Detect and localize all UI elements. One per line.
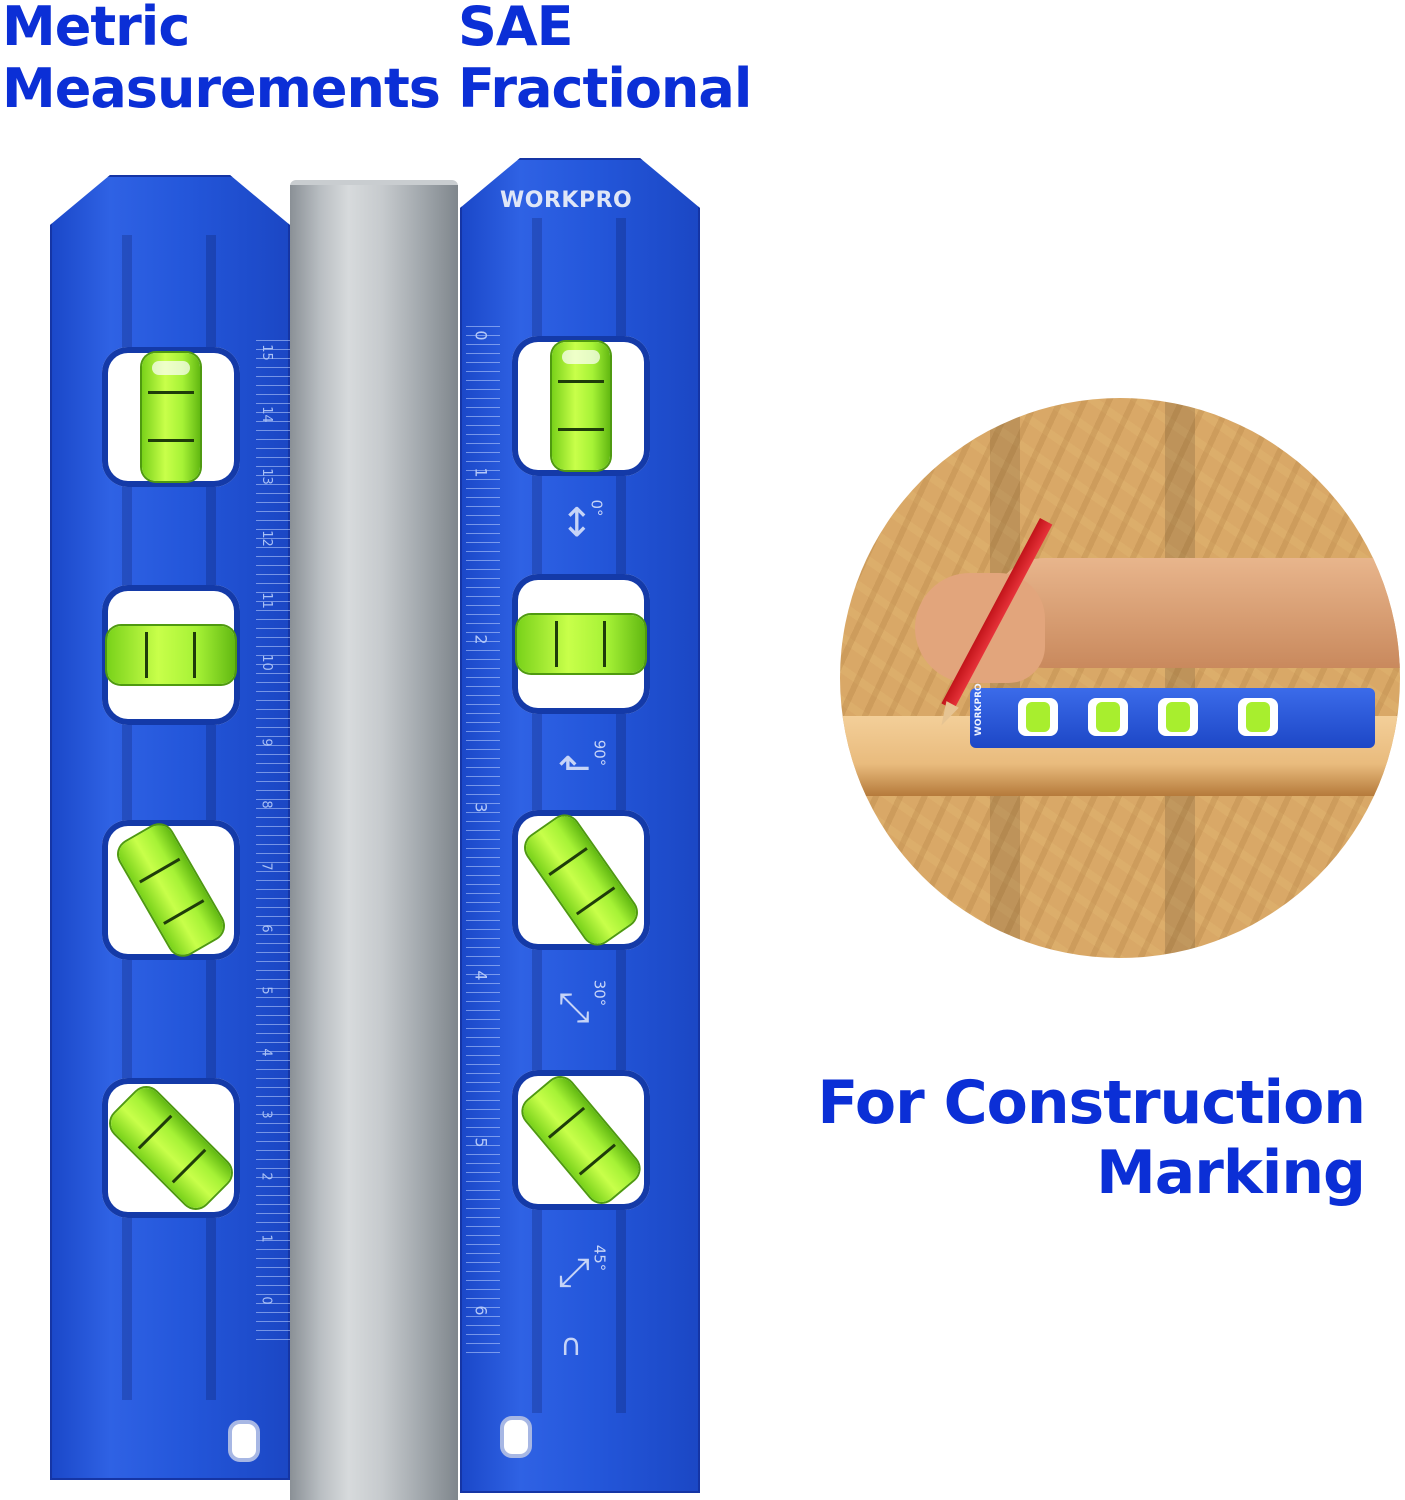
sae-torpedo-level: WORKPRO 0 1 2 3 4 5 6 ↕ 0° ⬑ 90° ⤡ 30 (460, 158, 700, 1493)
arm (990, 558, 1400, 668)
vial-45-degree (517, 1072, 645, 1208)
magnet-icon: ∩ (560, 1328, 582, 1363)
vial-line (139, 857, 181, 884)
mini-vial (1088, 698, 1128, 736)
vial-bubble (152, 361, 190, 375)
ruler-number: 5 (258, 986, 274, 995)
metric-heading-line2: Measurements (2, 57, 441, 120)
ruler-number: 4 (258, 1048, 274, 1057)
brand-logo: WORKPRO (500, 188, 633, 213)
level-vial (107, 626, 235, 684)
ruler-number: 12 (258, 530, 274, 547)
sae-heading-line1: SAE (458, 0, 574, 58)
angle-mark-0: ↕ 0° (560, 499, 606, 546)
vial-line (555, 621, 558, 667)
level-vial (517, 615, 645, 673)
angle-label: 30° (590, 979, 609, 1007)
vial-line (163, 899, 205, 925)
sae-fractional-heading: SAE Fractional (458, 0, 752, 120)
vial-line (558, 428, 604, 431)
ruler-number: 13 (258, 468, 274, 485)
angle-mark-45: ⤢ 45° (558, 1245, 608, 1296)
vial-line (148, 439, 194, 442)
vial-30-degree (520, 810, 642, 950)
ruler-number: 2 (471, 634, 491, 645)
mini-torpedo-level: WORKPRO (970, 683, 1375, 748)
plumb-vial (552, 342, 610, 470)
construction-photo: WORKPRO (840, 398, 1400, 958)
vial-line (145, 632, 148, 678)
vial-line (578, 1143, 616, 1176)
level-groove (122, 235, 132, 1400)
vial-bubble (562, 350, 600, 364)
construction-marking-heading: For Construction Marking (817, 1068, 1366, 1208)
metric-measurements-heading: Metric Measurements (2, 0, 441, 120)
vial-window-45 (102, 1078, 240, 1218)
vial-30-degree (113, 820, 229, 960)
ruler-number: 0 (471, 330, 491, 341)
metal-pipe (290, 185, 458, 1500)
construction-heading-line2: Marking (1096, 1138, 1366, 1208)
vial-line (575, 886, 616, 916)
ruler-number: 2 (258, 1172, 274, 1181)
plumb-vial (142, 353, 200, 481)
vial-line (137, 1114, 173, 1150)
hang-hole (228, 1420, 260, 1462)
vertical-arrow-icon: ↕ (560, 500, 594, 546)
mini-vial (1158, 698, 1198, 736)
vial-line (193, 632, 196, 678)
ruler-number: 5 (471, 1137, 491, 1148)
vial-line (558, 380, 604, 383)
ruler-number: 6 (258, 924, 274, 933)
sae-ruler (466, 318, 500, 1353)
angle-mark-30: ⤡ 30° (558, 980, 608, 1031)
angle-label: 90° (590, 739, 609, 767)
ruler-number: 6 (471, 1305, 491, 1316)
ruler-number: 14 (258, 406, 274, 423)
vial-45-degree (105, 1082, 237, 1214)
hang-hole (500, 1416, 532, 1458)
vial-line (603, 621, 606, 667)
ruler-number: 3 (258, 1110, 274, 1119)
ruler-number: 15 (258, 344, 274, 361)
ruler-number: 7 (258, 862, 274, 871)
vial-window-plumb (102, 347, 240, 487)
ruler-number: 10 (258, 654, 274, 671)
angle-label: 0° (587, 499, 606, 517)
angle-arrow-icon: ⤡ (558, 985, 590, 1031)
mini-vial (1238, 698, 1278, 736)
metric-heading-line1: Metric (2, 0, 190, 58)
right-angle-arrow-icon: ⬑ (558, 745, 592, 791)
angle-label: 45° (590, 1244, 609, 1272)
angle-arrow-icon: ⤢ (558, 1250, 590, 1296)
metric-ruler (256, 335, 290, 1340)
ruler-number: 1 (471, 467, 491, 478)
vial-window-30 (102, 820, 240, 960)
vial-line (548, 847, 588, 876)
mini-vial (1018, 698, 1058, 736)
vial-line (547, 1106, 586, 1139)
sae-heading-line2: Fractional (458, 57, 752, 120)
ruler-number: 1 (258, 1234, 274, 1243)
vial-window-30 (512, 810, 650, 950)
vial-window-45 (512, 1070, 650, 1210)
vial-line (171, 1148, 207, 1184)
vial-window-level (512, 574, 650, 714)
ruler-number: 11 (258, 592, 274, 609)
ruler-number: 4 (471, 970, 491, 981)
ruler-number: 8 (258, 800, 274, 809)
vial-window-plumb (512, 336, 650, 476)
mini-brand-logo: WORKPRO (974, 683, 984, 736)
ruler-number: 3 (471, 802, 491, 813)
vial-window-level (102, 585, 240, 725)
metric-torpedo-level: 15 14 13 12 11 10 9 8 7 6 5 4 3 2 1 0 (50, 175, 290, 1480)
ruler-number: 0 (258, 1296, 274, 1305)
angle-mark-90: ⬑ 90° (558, 740, 608, 791)
ruler-number: 9 (258, 738, 274, 747)
construction-heading-line1: For Construction (817, 1068, 1366, 1138)
vial-line (148, 391, 194, 394)
wall-stud (1165, 398, 1195, 958)
level-groove (206, 235, 216, 1400)
